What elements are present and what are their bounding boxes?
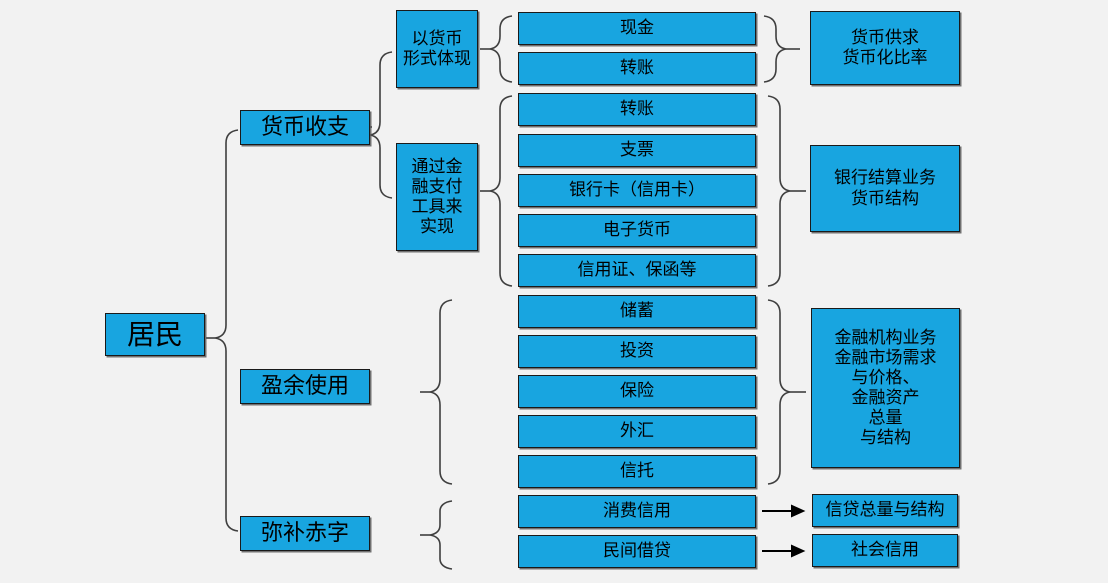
item-node-e-money[interactable]: 电子货币	[518, 214, 756, 247]
level1-label-0: 货币收支	[260, 114, 349, 140]
item-label-10: 外汇	[620, 421, 654, 442]
brace-deficit	[429, 500, 453, 570]
brace-result-finance	[767, 299, 791, 485]
item-label-4: 银行卡（信用卡）	[569, 180, 705, 201]
item-node-consumer-credit[interactable]: 消费信用	[518, 495, 756, 528]
item-label-13: 民间借贷	[603, 541, 671, 562]
level2-node-in-money-form[interactable]: 以货币 形式体现	[396, 10, 478, 88]
result-node-money-supply-demand[interactable]: 货币供求 货币化比率	[810, 11, 960, 85]
item-node-bank-card[interactable]: 银行卡（信用卡）	[518, 174, 756, 207]
arrow-consumer-credit-head	[791, 504, 806, 518]
item-label-7: 储蓄	[620, 301, 654, 322]
item-node-check[interactable]: 支票	[518, 134, 756, 167]
item-label-6: 信用证、保函等	[577, 260, 697, 281]
root-node-resident[interactable]: 居民	[105, 313, 205, 356]
item-node-savings[interactable]: 储蓄	[518, 295, 756, 328]
item-label-2: 转账	[620, 99, 654, 120]
item-node-private-lending[interactable]: 民间借贷	[518, 535, 756, 568]
brace-level2-cash	[489, 15, 513, 83]
item-node-letter-of-credit[interactable]: 信用证、保函等	[518, 254, 756, 287]
arrow-private-lending-head	[791, 544, 806, 558]
level1-node-monetary-receipts[interactable]: 货币收支	[240, 110, 370, 145]
result-node-credit-total-structure[interactable]: 信贷总量与结构	[812, 494, 958, 527]
brace-level2-payment	[489, 95, 513, 287]
result-label-4: 社会信用	[851, 540, 919, 561]
brace-level1-money	[369, 51, 393, 199]
result-label-0: 货币供求 货币化比率	[842, 27, 928, 68]
item-node-foreign-exchange[interactable]: 外汇	[518, 415, 756, 448]
brace-result-money	[763, 15, 787, 83]
result-node-social-credit[interactable]: 社会信用	[812, 534, 958, 567]
item-node-transfer-2[interactable]: 转账	[518, 93, 756, 126]
level2-node-via-payment-tools[interactable]: 通过金 融支付 工具来 实现	[396, 143, 478, 251]
item-label-12: 消费信用	[603, 501, 671, 522]
item-node-investment[interactable]: 投资	[518, 335, 756, 368]
brace-surplus	[429, 299, 453, 485]
result-label-2: 金融机构业务 金融市场需求 与价格、 金融资产 总量 与结构	[834, 327, 937, 449]
item-label-0: 现金	[620, 18, 654, 39]
result-node-bank-settlement[interactable]: 银行结算业务 货币结构	[810, 145, 960, 232]
item-node-cash[interactable]: 现金	[518, 12, 756, 45]
item-label-11: 信托	[620, 461, 654, 482]
item-label-5: 电子货币	[603, 220, 671, 241]
item-node-transfer-1[interactable]: 转账	[518, 52, 756, 85]
level2-label-1: 通过金 融支付 工具来 实现	[411, 156, 463, 238]
result-node-financial-institution[interactable]: 金融机构业务 金融市场需求 与价格、 金融资产 总量 与结构	[811, 308, 960, 468]
brace-result-bank	[767, 95, 791, 287]
item-label-8: 投资	[620, 341, 654, 362]
level1-label-2: 弥补赤字	[260, 520, 349, 546]
brace-root-main	[214, 129, 239, 532]
item-label-9: 保险	[620, 381, 654, 402]
item-label-3: 支票	[620, 140, 654, 161]
level2-label-0: 以货币 形式体现	[403, 28, 471, 69]
root-node-label: 居民	[126, 317, 183, 351]
result-label-3: 信贷总量与结构	[825, 500, 945, 521]
level1-label-1: 盈余使用	[260, 373, 349, 399]
item-node-trust[interactable]: 信托	[518, 455, 756, 488]
item-label-1: 转账	[620, 58, 654, 79]
result-label-1: 银行结算业务 货币结构	[834, 168, 936, 209]
level1-node-deficit-cover[interactable]: 弥补赤字	[240, 516, 370, 551]
item-node-insurance[interactable]: 保险	[518, 375, 756, 408]
level1-node-surplus-use[interactable]: 盈余使用	[240, 369, 370, 404]
